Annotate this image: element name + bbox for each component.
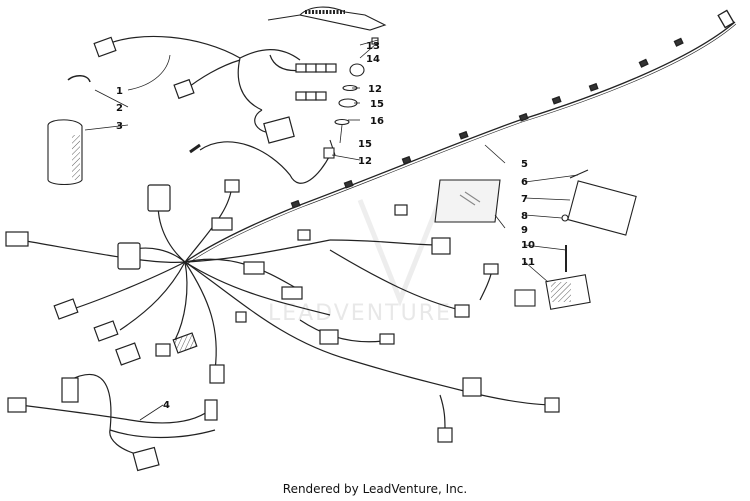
callout-9: 9 bbox=[521, 225, 528, 236]
callout-15-upper: 15 bbox=[370, 99, 384, 110]
watermark: LEADVENTURE bbox=[268, 199, 452, 326]
upper-harness bbox=[93, 35, 337, 184]
callout-13: 13 bbox=[366, 41, 380, 52]
central-harness bbox=[5, 179, 560, 443]
callout-12-upper: 12 bbox=[368, 84, 382, 95]
svg-text:LEADVENTURE: LEADVENTURE bbox=[268, 301, 452, 326]
callout-1: 1 bbox=[116, 86, 123, 97]
lower-harness bbox=[7, 373, 218, 472]
callout-5: 5 bbox=[521, 159, 528, 170]
callout-12-lower: 12 bbox=[358, 156, 372, 167]
callout-3: 3 bbox=[116, 121, 123, 132]
callout-labels: 1 2 3 4 5 6 7 8 9 10 11 12 12 13 14 15 1… bbox=[116, 41, 535, 411]
loose-parts bbox=[47, 6, 637, 310]
callout-8: 8 bbox=[521, 211, 528, 222]
callout-15-lower: 15 bbox=[358, 139, 372, 150]
callout-leaders bbox=[84, 39, 579, 421]
callout-14: 14 bbox=[366, 54, 380, 65]
callout-2: 2 bbox=[116, 103, 123, 114]
footer-credit: Rendered by LeadVenture, Inc. bbox=[282, 482, 468, 496]
callout-4: 4 bbox=[163, 400, 170, 411]
callout-7: 7 bbox=[521, 194, 528, 205]
callout-10: 10 bbox=[521, 240, 535, 251]
callout-11: 11 bbox=[521, 257, 535, 268]
callout-16: 16 bbox=[370, 116, 384, 127]
main-harness bbox=[184, 9, 737, 265]
callout-6: 6 bbox=[521, 177, 528, 188]
